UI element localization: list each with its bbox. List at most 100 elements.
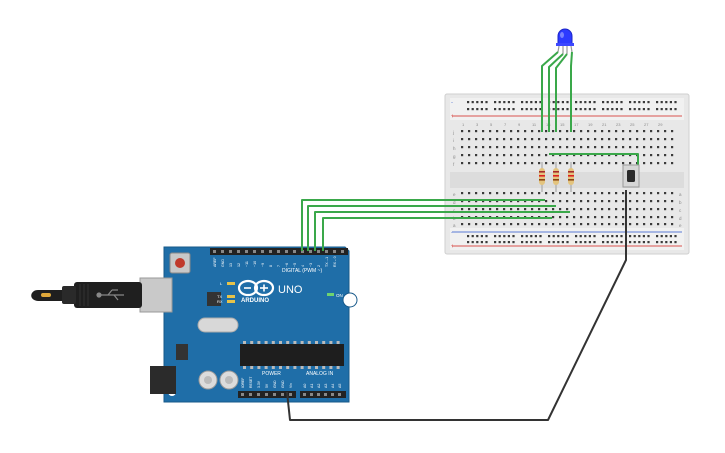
rail-hole[interactable]: [548, 241, 551, 244]
breadboard-hole[interactable]: [594, 200, 597, 203]
breadboard-hole[interactable]: [461, 146, 464, 149]
rail-hole[interactable]: [521, 235, 524, 238]
breadboard-hole[interactable]: [664, 216, 667, 219]
rail-hole[interactable]: [575, 235, 578, 238]
breadboard-hole[interactable]: [650, 192, 653, 195]
breadboard-hole[interactable]: [622, 200, 625, 203]
breadboard-hole[interactable]: [580, 200, 583, 203]
breadboard-hole[interactable]: [601, 138, 604, 141]
breadboard-hole[interactable]: [524, 200, 527, 203]
breadboard-hole[interactable]: [489, 208, 492, 211]
breadboard-hole[interactable]: [468, 223, 471, 226]
breadboard-hole[interactable]: [573, 208, 576, 211]
breadboard-hole[interactable]: [643, 154, 646, 157]
pushbutton-cap[interactable]: [627, 170, 635, 182]
rail-hole[interactable]: [656, 101, 659, 104]
power-pin[interactable]: [289, 393, 292, 396]
rail-hole[interactable]: [615, 101, 618, 104]
rail-hole[interactable]: [669, 241, 672, 244]
wire-led-green[interactable]: [555, 53, 568, 132]
breadboard-hole[interactable]: [643, 130, 646, 133]
analog-pin[interactable]: [324, 393, 327, 396]
rail-hole[interactable]: [660, 241, 663, 244]
rail-hole[interactable]: [579, 235, 582, 238]
breadboard-hole[interactable]: [587, 138, 590, 141]
rail-hole[interactable]: [606, 101, 609, 104]
rail-hole[interactable]: [642, 101, 645, 104]
breadboard-hole[interactable]: [615, 208, 618, 211]
breadboard-hole[interactable]: [629, 146, 632, 149]
analog-pin[interactable]: [303, 393, 306, 396]
breadboard-hole[interactable]: [580, 146, 583, 149]
breadboard-hole[interactable]: [601, 130, 604, 133]
rail-hole[interactable]: [507, 101, 510, 104]
rail-hole[interactable]: [530, 235, 533, 238]
breadboard-hole[interactable]: [573, 146, 576, 149]
breadboard-hole[interactable]: [538, 192, 541, 195]
power-pin[interactable]: [281, 393, 284, 396]
breadboard-hole[interactable]: [517, 200, 520, 203]
breadboard-hole[interactable]: [503, 223, 506, 226]
breadboard-hole[interactable]: [468, 138, 471, 141]
breadboard[interactable]: 1 3 5 7 9 11 13 15 17 19 21 23 25 27 29 …: [444, 93, 690, 255]
breadboard-hole[interactable]: [587, 192, 590, 195]
breadboard-hole[interactable]: [622, 130, 625, 133]
breadboard-hole[interactable]: [531, 162, 534, 165]
breadboard-hole[interactable]: [545, 223, 548, 226]
breadboard-hole[interactable]: [573, 138, 576, 141]
digital-pin[interactable]: [269, 250, 272, 253]
breadboard-hole[interactable]: [461, 200, 464, 203]
breadboard-hole[interactable]: [608, 154, 611, 157]
rail-hole[interactable]: [485, 101, 488, 104]
breadboard-hole[interactable]: [552, 208, 555, 211]
rail-hole[interactable]: [498, 108, 501, 111]
breadboard-hole[interactable]: [517, 138, 520, 141]
breadboard-hole[interactable]: [566, 154, 569, 157]
rail-hole[interactable]: [615, 241, 618, 244]
rail-hole[interactable]: [606, 241, 609, 244]
breadboard-hole[interactable]: [503, 208, 506, 211]
breadboard-hole[interactable]: [636, 200, 639, 203]
breadboard-hole[interactable]: [608, 162, 611, 165]
rail-hole[interactable]: [669, 101, 672, 104]
rail-hole[interactable]: [633, 235, 636, 238]
breadboard-hole[interactable]: [524, 223, 527, 226]
breadboard-hole[interactable]: [496, 154, 499, 157]
rail-hole[interactable]: [669, 235, 672, 238]
breadboard-hole[interactable]: [531, 138, 534, 141]
rail-hole[interactable]: [593, 101, 596, 104]
breadboard-hole[interactable]: [636, 138, 639, 141]
breadboard-hole[interactable]: [601, 223, 604, 226]
breadboard-hole[interactable]: [615, 146, 618, 149]
breadboard-hole[interactable]: [601, 146, 604, 149]
rail-hole[interactable]: [525, 241, 528, 244]
breadboard-hole[interactable]: [552, 154, 555, 157]
breadboard-hole[interactable]: [664, 130, 667, 133]
breadboard-hole[interactable]: [503, 200, 506, 203]
rail-hole[interactable]: [566, 241, 569, 244]
breadboard-hole[interactable]: [636, 192, 639, 195]
breadboard-hole[interactable]: [475, 223, 478, 226]
breadboard-hole[interactable]: [643, 146, 646, 149]
rail-hole[interactable]: [521, 241, 524, 244]
rail-hole[interactable]: [552, 101, 555, 104]
rail-hole[interactable]: [503, 108, 506, 111]
breadboard-hole[interactable]: [671, 216, 674, 219]
rail-hole[interactable]: [557, 101, 560, 104]
breadboard-hole[interactable]: [643, 162, 646, 165]
rail-hole[interactable]: [525, 108, 528, 111]
rail-hole[interactable]: [485, 108, 488, 111]
breadboard-hole[interactable]: [608, 138, 611, 141]
rail-hole[interactable]: [629, 235, 632, 238]
rail-hole[interactable]: [665, 108, 668, 111]
wire-led-common[interactable]: [548, 53, 564, 132]
breadboard-hole[interactable]: [475, 200, 478, 203]
breadboard-hole[interactable]: [636, 223, 639, 226]
breadboard-hole[interactable]: [552, 200, 555, 203]
breadboard-hole[interactable]: [650, 130, 653, 133]
breadboard-hole[interactable]: [629, 200, 632, 203]
rail-hole[interactable]: [674, 235, 677, 238]
breadboard-hole[interactable]: [594, 216, 597, 219]
breadboard-hole[interactable]: [538, 146, 541, 149]
rail-hole[interactable]: [471, 108, 474, 111]
